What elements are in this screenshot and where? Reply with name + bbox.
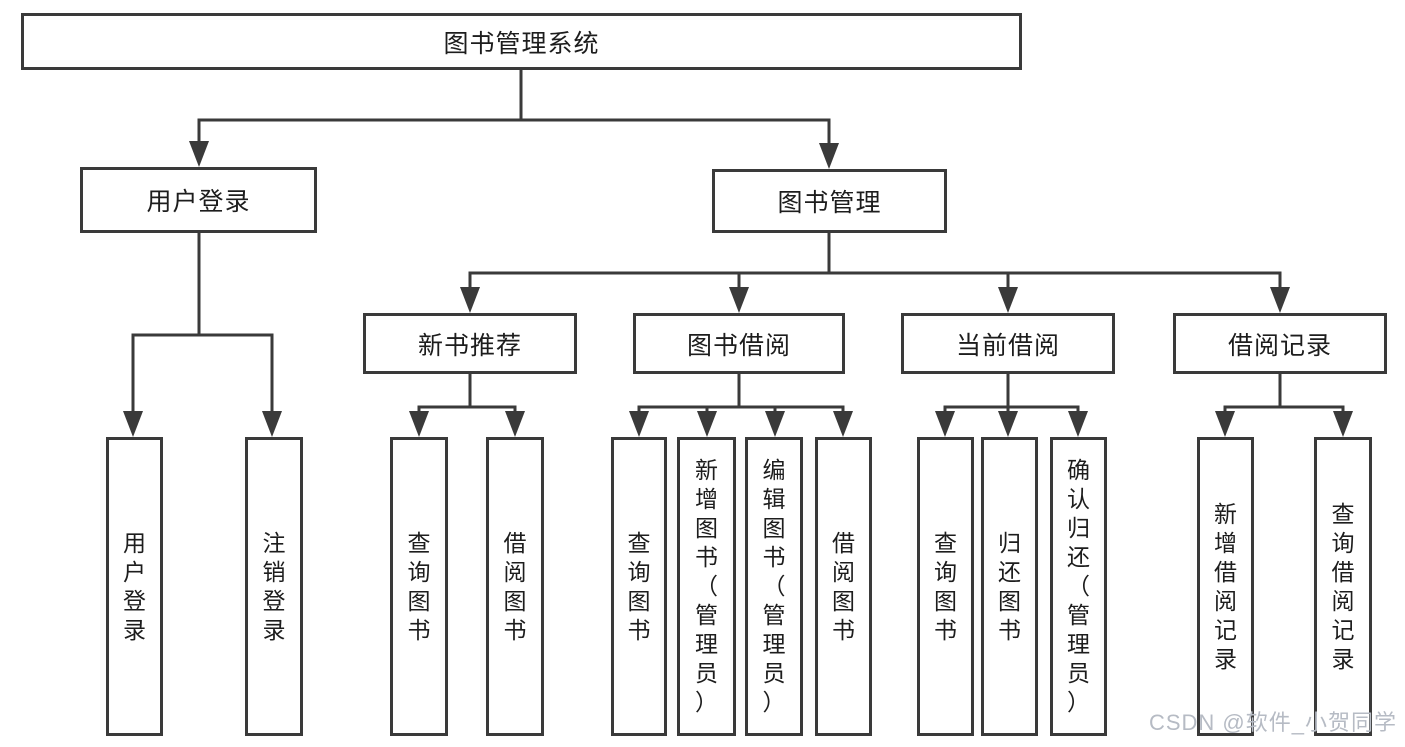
node-label: 新书推荐: [417, 331, 522, 360]
node-user-login-action: 用 户 登 录: [106, 437, 163, 736]
node-label: 图书管理系统: [443, 29, 600, 58]
node-logout-action: 注 销 登 录: [245, 437, 303, 736]
node-label: 当前借阅: [955, 331, 1060, 360]
node-bb-add-books: 新 增 图 书 （ 管 理 员 ）: [677, 437, 736, 736]
node-label: 用 户 登 录: [123, 529, 146, 643]
node-br-query-record: 查 询 借 阅 记 录: [1314, 437, 1372, 736]
node-root-system: 图书管理系统: [21, 13, 1022, 70]
node-bb-query-books: 查 询 图 书: [611, 437, 667, 736]
node-label: 查 询 图 书: [934, 529, 957, 643]
node-nb-query-books: 查 询 图 书: [390, 437, 448, 736]
node-label: 编 辑 图 书 （ 管 理 员 ）: [762, 457, 786, 715]
node-label: 确 认 归 还 （ 管 理 员 ）: [1067, 457, 1090, 715]
csdn-watermark: CSDN @软件_小贺同学: [1148, 710, 1397, 735]
node-book-mgmt-module: 图书管理: [712, 169, 947, 233]
node-bb-borrow-books: 借 阅 图 书: [815, 437, 872, 736]
node-label: 查 询 图 书: [627, 529, 651, 643]
node-nb-borrow-books: 借 阅 图 书: [486, 437, 544, 736]
node-label: 查 询 借 阅 记 录: [1331, 500, 1355, 672]
node-label: 图书借阅: [686, 331, 791, 360]
node-label: 归 还 图 书: [998, 529, 1021, 643]
node-cb-query-books: 查 询 图 书: [917, 437, 974, 736]
node-label: 注 销 登 录: [262, 529, 286, 643]
node-label: 借 阅 图 书: [503, 529, 527, 643]
node-label: 新 增 图 书 （ 管 理 员 ）: [695, 457, 718, 715]
node-current-borrow: 当前借阅: [901, 313, 1115, 374]
node-cb-return-books: 归 还 图 书: [981, 437, 1038, 736]
node-borrow-records: 借阅记录: [1173, 313, 1387, 374]
node-book-borrow: 图书借阅: [633, 313, 845, 374]
node-cb-confirm-return: 确 认 归 还 （ 管 理 员 ）: [1050, 437, 1107, 736]
node-label: 图书管理: [777, 189, 882, 217]
node-br-add-record: 新 增 借 阅 记 录: [1197, 437, 1254, 736]
node-user-login-module: 用户登录: [80, 167, 317, 233]
node-label: 新 增 借 阅 记 录: [1214, 500, 1237, 672]
node-label: 借阅记录: [1227, 331, 1332, 360]
node-label: 借 阅 图 书: [832, 529, 855, 643]
node-label: 查 询 图 书: [407, 529, 431, 643]
node-bb-edit-books: 编 辑 图 书 （ 管 理 员 ）: [745, 437, 803, 736]
node-new-books: 新书推荐: [363, 313, 577, 374]
node-label: 用户登录: [146, 188, 251, 216]
